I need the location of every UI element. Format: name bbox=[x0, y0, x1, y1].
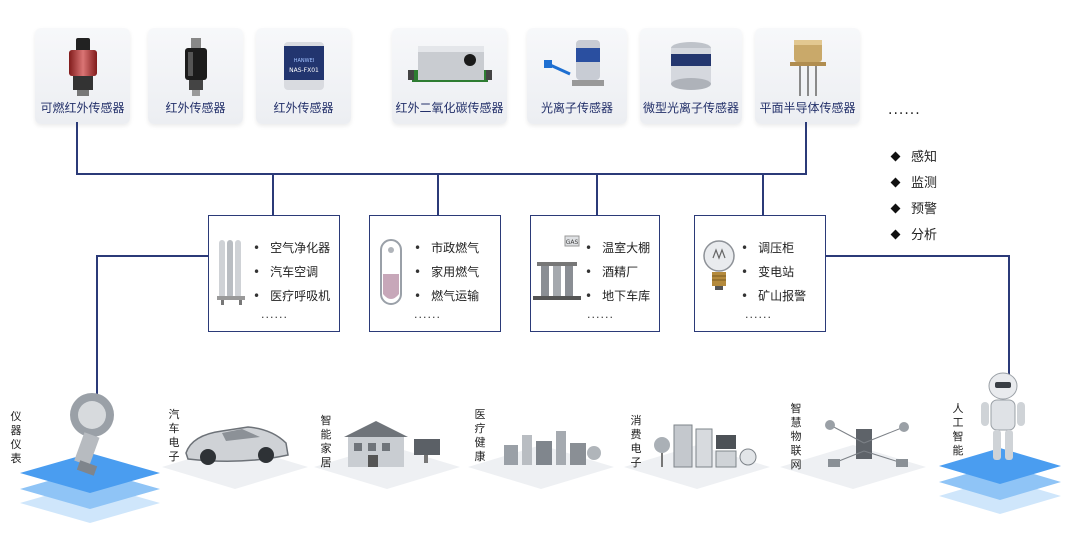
application-item: 调压柜 bbox=[741, 236, 806, 260]
application-more: ...... bbox=[261, 308, 288, 321]
connector-line bbox=[805, 122, 807, 174]
appliances-icon bbox=[654, 424, 757, 468]
gas-sensor-cylinder-icon: HANWEI NAS-FX01 bbox=[283, 42, 324, 90]
application-item: 矿山报警 bbox=[741, 284, 806, 308]
gray-platform-icon bbox=[780, 445, 926, 489]
diamond-icon bbox=[890, 203, 901, 214]
application-item: 温室大棚 bbox=[585, 236, 650, 260]
industry-platform-medical[interactable] bbox=[466, 405, 616, 490]
industry-label: 智能家居 bbox=[320, 414, 332, 469]
infrared-sensor-black-icon bbox=[184, 38, 207, 96]
industry-platform-consumer[interactable] bbox=[622, 405, 772, 490]
robot-icon bbox=[981, 372, 1025, 460]
mini-pid-sensor-icon bbox=[671, 42, 711, 90]
semiconductor-sensor-icon bbox=[789, 40, 826, 96]
sensor-card-mini-pid[interactable]: 微型光离子传感器 bbox=[640, 28, 742, 124]
industry-platform-smart-home[interactable] bbox=[312, 405, 462, 490]
diamond-icon bbox=[890, 151, 901, 162]
application-box-power: 调压柜 变电站 矿山报警 ...... bbox=[694, 215, 826, 332]
infrared-sensor-red-icon bbox=[68, 38, 97, 96]
svg-text:HANWEI: HANWEI bbox=[293, 58, 314, 64]
industry-label: 人工智能 bbox=[952, 402, 964, 457]
sensor-print-text: NAS-FX01 bbox=[289, 67, 319, 74]
application-box-air: 空气净化器 汽车空调 医疗呼吸机 ...... bbox=[208, 215, 340, 332]
sensor-card-pid[interactable]: 光离子传感器 bbox=[527, 28, 627, 124]
industry-label: 汽车电子 bbox=[168, 408, 180, 463]
medical-icon bbox=[504, 431, 601, 465]
right-branch-line bbox=[826, 255, 1009, 257]
application-more: ...... bbox=[745, 308, 772, 321]
feature-item: 分析 bbox=[890, 224, 937, 243]
sensor-label: 红外传感器 bbox=[273, 101, 334, 115]
left-branch-line bbox=[96, 255, 98, 403]
industry-label: 智慧物联网 bbox=[790, 402, 802, 471]
feature-item: 监测 bbox=[890, 172, 937, 191]
application-item: 空气净化器 bbox=[253, 236, 330, 260]
sensor-label: 光离子传感器 bbox=[540, 101, 613, 115]
application-item: 医疗呼吸机 bbox=[253, 284, 330, 308]
industry-label: 消费电子 bbox=[630, 414, 642, 469]
industry-platform-iot[interactable] bbox=[778, 405, 928, 490]
top-bus-line bbox=[76, 173, 807, 175]
application-item: 酒精厂 bbox=[585, 260, 650, 284]
connector-line bbox=[596, 174, 598, 216]
connector-line bbox=[437, 174, 439, 216]
sensor-label: 平面半导体传感器 bbox=[759, 101, 856, 115]
gas-sign-text: GAS bbox=[566, 239, 579, 246]
application-item: 市政燃气 bbox=[414, 236, 479, 260]
industry-platform-ai[interactable] bbox=[935, 370, 1065, 520]
connector-line bbox=[272, 174, 274, 216]
gas-detector-icon bbox=[70, 393, 114, 476]
lightbulb-icon bbox=[703, 240, 735, 290]
sensors-more: ...... bbox=[888, 102, 921, 118]
application-box-gas: 市政燃气 家用燃气 燃气运输 ...... bbox=[369, 215, 501, 332]
industry-platform-automotive[interactable] bbox=[160, 405, 310, 490]
industry-label: 医疗健康 bbox=[474, 408, 486, 463]
sensor-card-infrared-2[interactable]: HANWEI NAS-FX01 红外传感器 bbox=[256, 28, 351, 124]
radiator-icon bbox=[217, 240, 245, 305]
smart-home-icon bbox=[344, 421, 440, 467]
co2-module-icon bbox=[407, 46, 492, 82]
sensor-card-semiconductor[interactable]: 平面半导体传感器 bbox=[755, 28, 860, 124]
industry-label: 仪器仪表 bbox=[10, 410, 22, 465]
sensor-label: 红外传感器 bbox=[165, 101, 226, 115]
left-branch-line bbox=[96, 255, 208, 257]
sensor-label: 可燃红外传感器 bbox=[40, 101, 125, 115]
gas-tube-icon bbox=[380, 239, 402, 305]
application-item: 燃气运输 bbox=[414, 284, 479, 308]
pid-sensor-icon bbox=[544, 40, 604, 86]
connector-line bbox=[76, 122, 78, 174]
diamond-icon bbox=[890, 229, 901, 240]
sensor-card-co2[interactable]: 红外二氧化碳传感器 bbox=[392, 28, 507, 124]
blue-platform-icon bbox=[939, 448, 1061, 514]
application-item: 变电站 bbox=[741, 260, 806, 284]
sensor-label: 红外二氧化碳传感器 bbox=[395, 101, 504, 115]
industry-platform-instrument[interactable] bbox=[10, 385, 170, 523]
right-branch-line bbox=[1008, 255, 1010, 375]
application-box-agri: GAS 温室大棚 酒精厂 地下车库 ...... bbox=[530, 215, 660, 332]
application-item: 汽车空调 bbox=[253, 260, 330, 284]
iot-icon bbox=[825, 420, 909, 467]
feature-item: 感知 bbox=[890, 146, 937, 165]
sensor-card-infrared-1[interactable]: 红外传感器 bbox=[148, 28, 243, 124]
application-more: ...... bbox=[587, 308, 614, 321]
application-item: 家用燃气 bbox=[414, 260, 479, 284]
application-more: ...... bbox=[414, 308, 441, 321]
application-item: 地下车库 bbox=[585, 284, 650, 308]
gas-station-icon: GAS bbox=[533, 235, 581, 300]
sensor-card-combustible-infrared[interactable]: 可燃红外传感器 bbox=[35, 28, 130, 124]
connector-line bbox=[762, 174, 764, 216]
car-icon bbox=[185, 426, 289, 465]
feature-item: 预警 bbox=[890, 198, 937, 217]
sensor-label: 微型光离子传感器 bbox=[642, 101, 739, 115]
diamond-icon bbox=[890, 177, 901, 188]
